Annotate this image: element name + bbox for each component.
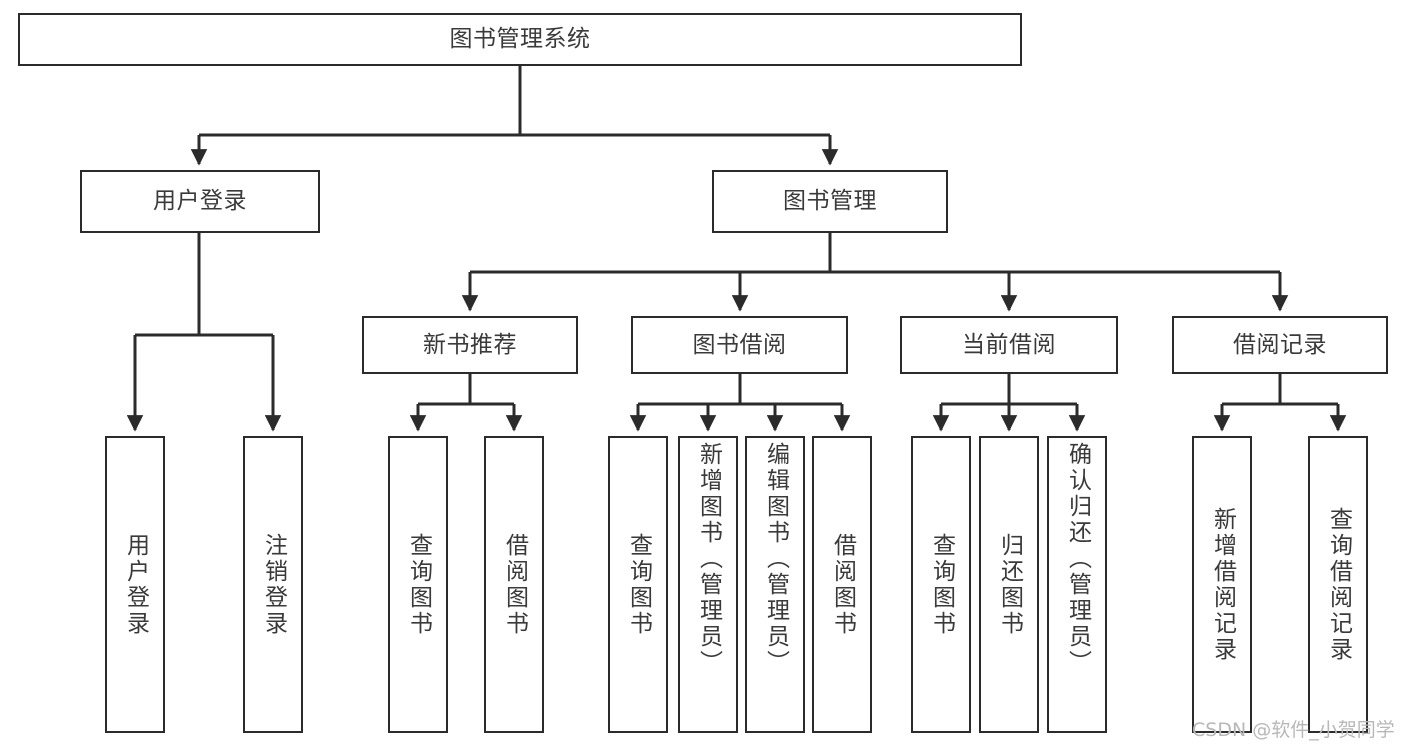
node-leaf-return-book[interactable]: 归还图书 — [979, 436, 1039, 733]
node-leaf-query-book-current[interactable]: 查询图书 — [911, 436, 971, 733]
node-leaf-query-book-borrow[interactable]: 查询图书 — [608, 436, 668, 733]
node-label: 借阅图书 — [829, 532, 856, 637]
node-label: 注销登录 — [260, 532, 287, 637]
node-borrow-record[interactable]: 借阅记录 — [1172, 316, 1388, 374]
node-leaf-logout-login[interactable]: 注销登录 — [243, 436, 303, 733]
node-label: 查询图书 — [405, 532, 432, 637]
node-leaf-query-borrow-record[interactable]: 查询借阅记录 — [1308, 436, 1368, 733]
node-label: 借阅记录 — [1233, 331, 1327, 358]
node-label: 新增图书（管理员） — [695, 442, 722, 676]
node-leaf-query-book-recommend[interactable]: 查询图书 — [388, 436, 448, 733]
node-leaf-add-borrow-record[interactable]: 新增借阅记录 — [1192, 436, 1252, 733]
node-label: 编辑图书（管理员） — [762, 442, 789, 676]
node-label: 用户登录 — [122, 532, 149, 637]
node-label: 新增借阅记录 — [1209, 506, 1236, 663]
node-leaf-edit-book-admin[interactable]: 编辑图书（管理员） — [745, 436, 805, 733]
node-label: 借阅图书 — [501, 532, 528, 637]
node-label: 确认归还（管理员） — [1064, 442, 1091, 676]
node-label: 当前借阅 — [962, 331, 1056, 358]
node-leaf-borrow-book-recommend[interactable]: 借阅图书 — [484, 436, 544, 733]
watermark: CSDN @软件_小贺同学 — [1192, 719, 1395, 741]
node-label: 查询图书 — [928, 532, 955, 637]
node-leaf-add-book-admin[interactable]: 新增图书（管理员） — [678, 436, 738, 733]
node-label: 归还图书 — [996, 532, 1023, 637]
node-user-login[interactable]: 用户登录 — [80, 170, 320, 233]
node-root-book-management-system[interactable]: 图书管理系统 — [18, 13, 1022, 66]
node-leaf-borrow-book[interactable]: 借阅图书 — [812, 436, 872, 733]
node-book-management[interactable]: 图书管理 — [712, 170, 948, 233]
node-label: 图书管理系统 — [449, 26, 591, 53]
node-label: 图书管理 — [783, 188, 877, 215]
node-label: 新书推荐 — [423, 331, 517, 358]
node-label: 图书借阅 — [692, 331, 787, 358]
node-book-borrow[interactable]: 图书借阅 — [631, 316, 848, 374]
node-label: 查询图书 — [625, 532, 652, 637]
node-current-borrow[interactable]: 当前借阅 — [900, 316, 1118, 374]
node-leaf-confirm-return-admin[interactable]: 确认归还（管理员） — [1047, 436, 1107, 733]
node-new-book-recommend[interactable]: 新书推荐 — [362, 316, 578, 374]
node-label: 查询借阅记录 — [1325, 506, 1352, 663]
node-label: 用户登录 — [153, 188, 247, 215]
node-leaf-user-login[interactable]: 用户登录 — [105, 436, 165, 733]
